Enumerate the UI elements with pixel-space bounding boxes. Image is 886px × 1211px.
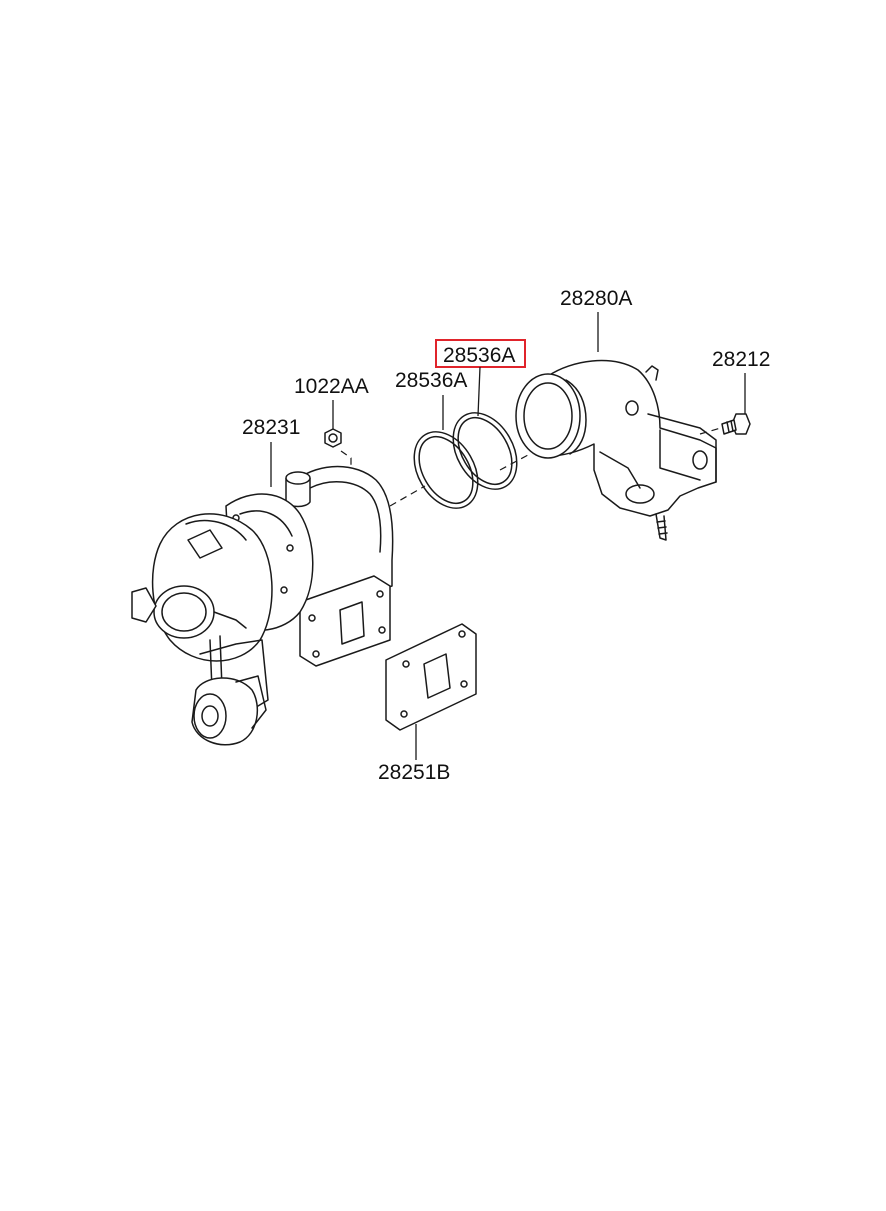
part-label-28231[interactable]: 28231 <box>242 416 300 439</box>
leader-lines <box>270 312 746 760</box>
svg-text:1022AA: 1022AA <box>294 375 369 398</box>
svg-text:28280A: 28280A <box>560 287 632 310</box>
svg-text:28251B: 28251B <box>378 761 450 784</box>
svg-text:28212: 28212 <box>712 348 770 371</box>
seal-ring-28536A-front <box>413 431 479 509</box>
part-label-28536A[interactable]: 28536A <box>395 369 467 392</box>
part-label-1022AA[interactable]: 1022AA <box>294 375 369 398</box>
part-label-28251B[interactable]: 28251B <box>378 761 450 784</box>
part-label-28212[interactable]: 28212 <box>712 348 770 371</box>
highlight-box <box>435 339 526 368</box>
elbow-pipe-28280A <box>515 359 717 541</box>
svg-text:28536A: 28536A <box>443 344 515 367</box>
turbocharger-28231 <box>131 465 394 746</box>
gasket-28251B <box>385 623 477 731</box>
assembly-lines <box>340 426 725 565</box>
bolt-28212 <box>721 413 751 435</box>
part-label-28536A-highlighted[interactable]: 28536A <box>435 339 526 368</box>
nut-1022AA <box>324 428 342 448</box>
part-label-28280A[interactable]: 28280A <box>560 287 632 310</box>
svg-text:28231: 28231 <box>242 416 300 439</box>
svg-text:28536A: 28536A <box>395 369 467 392</box>
seal-ring-28536A-rear <box>452 412 518 490</box>
